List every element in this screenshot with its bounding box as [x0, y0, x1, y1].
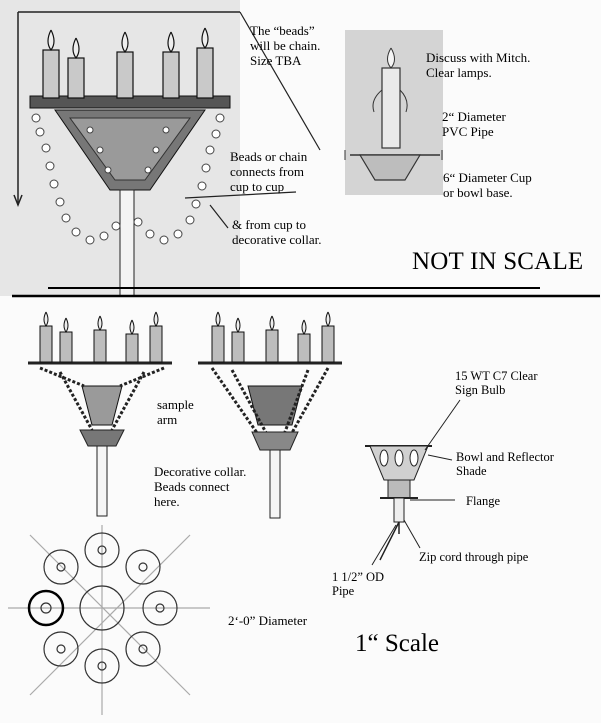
pipe-note: 2“ Diameter PVC Pipe: [442, 109, 506, 139]
not-in-scale-title: NOT IN SCALE: [412, 248, 584, 275]
beads-note: The “beads” will be chain. Size TBA: [250, 23, 321, 68]
pointer-line-beads: [239, 11, 321, 151]
top-detail-cup: [344, 47, 443, 181]
collar-candelabra: [198, 311, 342, 519]
top-bead-chains: [31, 113, 225, 245]
sample-arm-label: sample arm: [157, 397, 194, 427]
collar-note: Decorative collar. Beads connect here.: [154, 464, 247, 509]
pipe-od-note: 1 1/2” OD Pipe: [332, 570, 385, 599]
zip-cord-note: Zip cord through pipe: [419, 550, 529, 564]
bowl-note: Bowl and Reflector Shade: [456, 450, 554, 479]
sample-arm-candelabra: [28, 311, 172, 517]
pointer-line-collar: [209, 204, 229, 229]
top-stem: [119, 189, 135, 297]
discuss-note: Discuss with Mitch. Clear lamps.: [426, 50, 531, 80]
plan-view: [8, 525, 210, 715]
top-candles: [42, 27, 214, 99]
one-inch-scale-title: 1“ Scale: [355, 630, 439, 657]
top-candelabra: [13, 11, 321, 297]
bulb-bowl-detail: [365, 399, 461, 566]
beads-connect-note: Beads or chain connects from cup to cup: [230, 149, 308, 194]
diameter-note: 2‘-0” Diameter: [228, 613, 308, 628]
flange-note: Flange: [466, 494, 501, 508]
collar-connect-note: & from cup to decorative collar.: [232, 217, 322, 247]
cup-note: 6“ Diameter Cup or bowl base.: [443, 170, 532, 200]
bulb-note: 15 WT C7 Clear Sign Bulb: [455, 369, 538, 398]
pointer-line-chain: [184, 191, 297, 199]
